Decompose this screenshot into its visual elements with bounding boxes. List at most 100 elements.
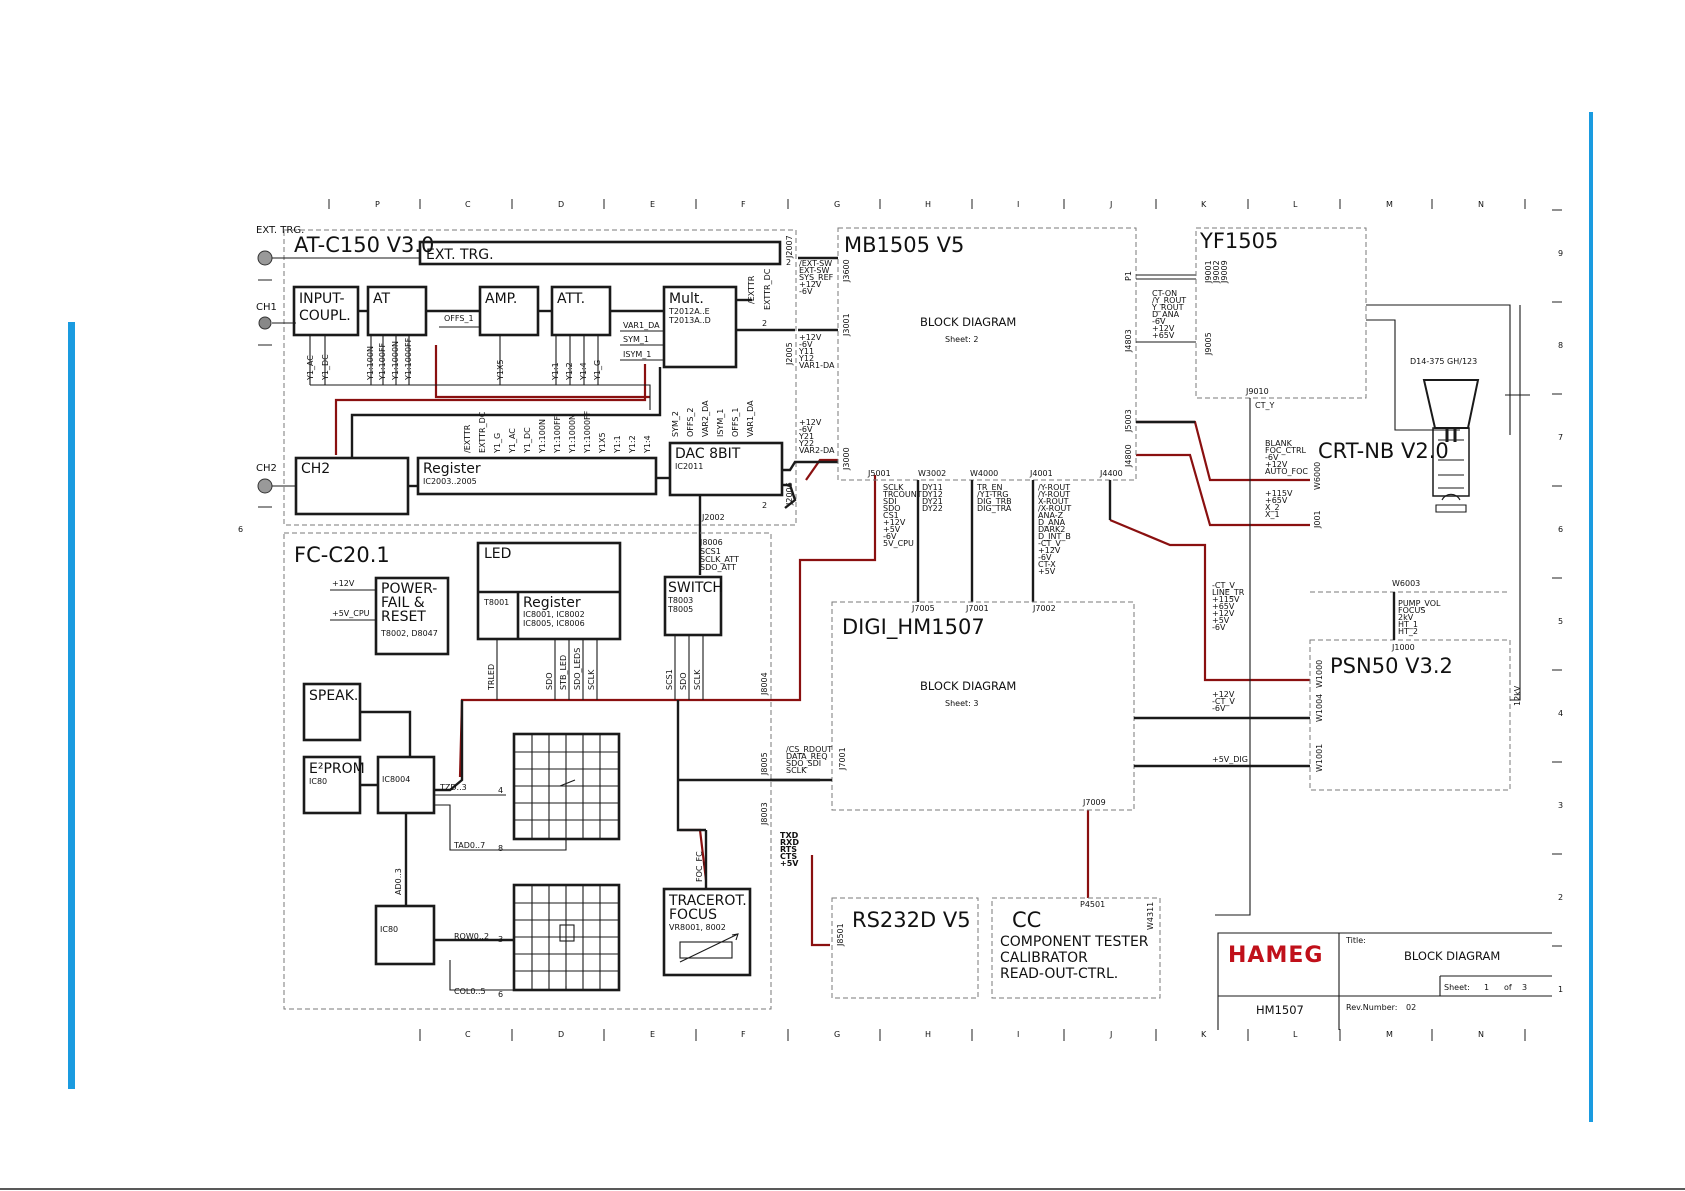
sheet-total: 3	[1522, 983, 1527, 992]
yf1505-title: YF1505	[1199, 229, 1278, 253]
grid-letter: J	[1109, 1030, 1112, 1039]
svg-text:+5V: +5V	[780, 859, 799, 868]
ch2-connector-icon[interactable]	[257, 478, 273, 494]
grid-letter: D	[558, 1030, 564, 1039]
grid-row: 9	[1558, 249, 1563, 258]
svg-text:SYM_2: SYM_2	[671, 411, 680, 437]
svg-text:-6V: -6V	[1038, 553, 1052, 562]
mb1505-input-lines	[798, 256, 838, 332]
ext-trg-label: EXT. TRG.	[256, 225, 304, 236]
mult-label: Mult.	[669, 291, 704, 307]
svg-text:AUTO_FOC: AUTO_FOC	[1265, 467, 1308, 476]
svg-text:DIG_TRA: DIG_TRA	[977, 504, 1012, 513]
powerfail-label: POWER-	[381, 581, 437, 597]
j8004-label: J8004	[760, 672, 769, 696]
svg-text:J5001: J5001	[867, 469, 891, 478]
svg-text:STB_LED: STB_LED	[559, 655, 568, 690]
fc-lines	[360, 700, 515, 942]
svg-text:D_INT_B: D_INT_B	[1038, 532, 1071, 541]
exttr-dc-signal: EXTTR_DC	[763, 268, 772, 310]
svg-text:-6V: -6V	[1212, 623, 1226, 632]
model-number: HM1507	[1256, 1003, 1304, 1017]
exttr-signal: /EXTTR	[747, 275, 756, 304]
fc-register-sub: IC8001, IC8002	[523, 610, 585, 619]
led-sub: T8001	[483, 598, 509, 607]
ic8004-block	[376, 755, 436, 815]
grid-row: 1	[1558, 985, 1563, 994]
j8003-label: J8003	[760, 802, 769, 826]
svg-text:J5003: J5003	[1124, 409, 1133, 433]
cc-line: CALIBRATOR	[1000, 950, 1088, 966]
svg-text:-CT_V: -CT_V	[1038, 539, 1061, 548]
svg-text:+65V: +65V	[1152, 331, 1175, 340]
svg-text:/Y1-TRG: /Y1-TRG	[977, 490, 1008, 499]
title-value: BLOCK DIAGRAM	[1404, 949, 1500, 963]
powerfail-label: FAIL &	[381, 595, 425, 611]
ch1-connector-icon[interactable]	[258, 316, 272, 330]
fc-register-sub: IC8005, IC8006	[523, 619, 585, 628]
row-width: 3	[498, 935, 503, 944]
mb-to-digi-lines	[916, 480, 1112, 602]
fc-register-label: Register	[523, 595, 581, 611]
switch-block	[663, 575, 723, 637]
register-signals: /EXTTR EXTTR_DC Y1_G Y1_AC Y1_DC Y1:100N…	[463, 410, 652, 454]
grid-row: 7	[1558, 433, 1563, 442]
eprom-sub: IC80	[309, 777, 327, 786]
svg-text:-6V: -6V	[1265, 453, 1279, 462]
ext-trg-connector-icon[interactable]	[257, 250, 273, 266]
svg-text:+65V: +65V	[1212, 602, 1235, 611]
svg-text:J7001: J7001	[965, 604, 989, 613]
svg-text:J8501: J8501	[836, 923, 845, 947]
svg-text:W6000: W6000	[1313, 462, 1322, 490]
svg-text:Y1:1000N: Y1:1000N	[568, 414, 577, 454]
svg-text:/EXT-SW: /EXT-SW	[799, 259, 832, 268]
dac-label: DAC 8BIT	[675, 446, 741, 462]
svg-text:+5V_DIG: +5V_DIG	[1212, 755, 1248, 764]
svg-text:J7001: J7001	[838, 747, 847, 771]
svg-text:+5V: +5V	[1212, 616, 1230, 625]
svg-text:FOCUS: FOCUS	[1398, 606, 1425, 615]
at-label: AT	[373, 291, 390, 307]
svg-text:D_ANA: D_ANA	[1038, 518, 1066, 527]
psn50-title: PSN50 V3.2	[1330, 654, 1453, 678]
svg-text:SCLK: SCLK	[587, 669, 596, 690]
svg-text:SYS_REF: SYS_REF	[799, 273, 834, 282]
svg-text:OFFS_1: OFFS_1	[731, 407, 740, 437]
cc-board	[991, 897, 1161, 999]
svg-text:-6V: -6V	[799, 287, 813, 296]
speak-label: SPEAK.	[309, 688, 358, 704]
switch-sub: T8003	[667, 596, 693, 605]
traceroc-label: TRACEROT.	[668, 893, 747, 909]
svg-text:+12V: +12V	[1152, 324, 1175, 333]
grid-letter: H	[925, 200, 931, 209]
grid-letter: G	[834, 1030, 840, 1039]
svg-text:FOC_CTRL: FOC_CTRL	[1265, 446, 1307, 455]
svg-text:W3002: W3002	[918, 469, 946, 478]
crt-tube-label: D14-375 GH/123	[1410, 357, 1477, 366]
j2002-label: J2002	[701, 513, 725, 522]
title-label: Title:	[1345, 936, 1366, 945]
mult-sub: T2012A..E	[668, 307, 710, 316]
svg-text:+12V: +12V	[1038, 546, 1061, 555]
ad03-label: AD0..3	[394, 868, 403, 895]
dac-signals: SYM_2 OFFS_2 VAR2_DA ISYM_1 OFFS_1 VAR1_…	[671, 400, 755, 437]
grid-letter: D	[558, 200, 564, 209]
svg-text:VAR2_DA: VAR2_DA	[701, 400, 710, 437]
grid-row: 6	[1558, 525, 1563, 534]
j1000-label: J1000	[1391, 643, 1415, 652]
svg-text:VAR2-DA: VAR2-DA	[799, 446, 835, 455]
at-c150-connectors: EXT. TRG. CH1 CH2	[256, 225, 420, 508]
grid-letter: J	[1109, 200, 1112, 209]
digi-board	[831, 601, 1135, 811]
j9010-label: J9010	[1245, 387, 1269, 396]
svg-text:W1001: W1001	[1315, 744, 1324, 772]
yf-to-crt-lines	[1366, 304, 1530, 435]
svg-text:/Y-ROUT: /Y-ROUT	[1038, 490, 1070, 499]
col-width: 6	[498, 990, 503, 999]
svg-text:BLANK: BLANK	[1265, 439, 1293, 448]
svg-text:-CT_V: -CT_V	[1212, 697, 1235, 706]
svg-text:SDO: SDO	[883, 504, 901, 513]
ic80-block	[374, 904, 436, 966]
svg-text:Y1:1000FF: Y1:1000FF	[583, 410, 592, 454]
grid-letter: L	[1293, 1030, 1298, 1039]
